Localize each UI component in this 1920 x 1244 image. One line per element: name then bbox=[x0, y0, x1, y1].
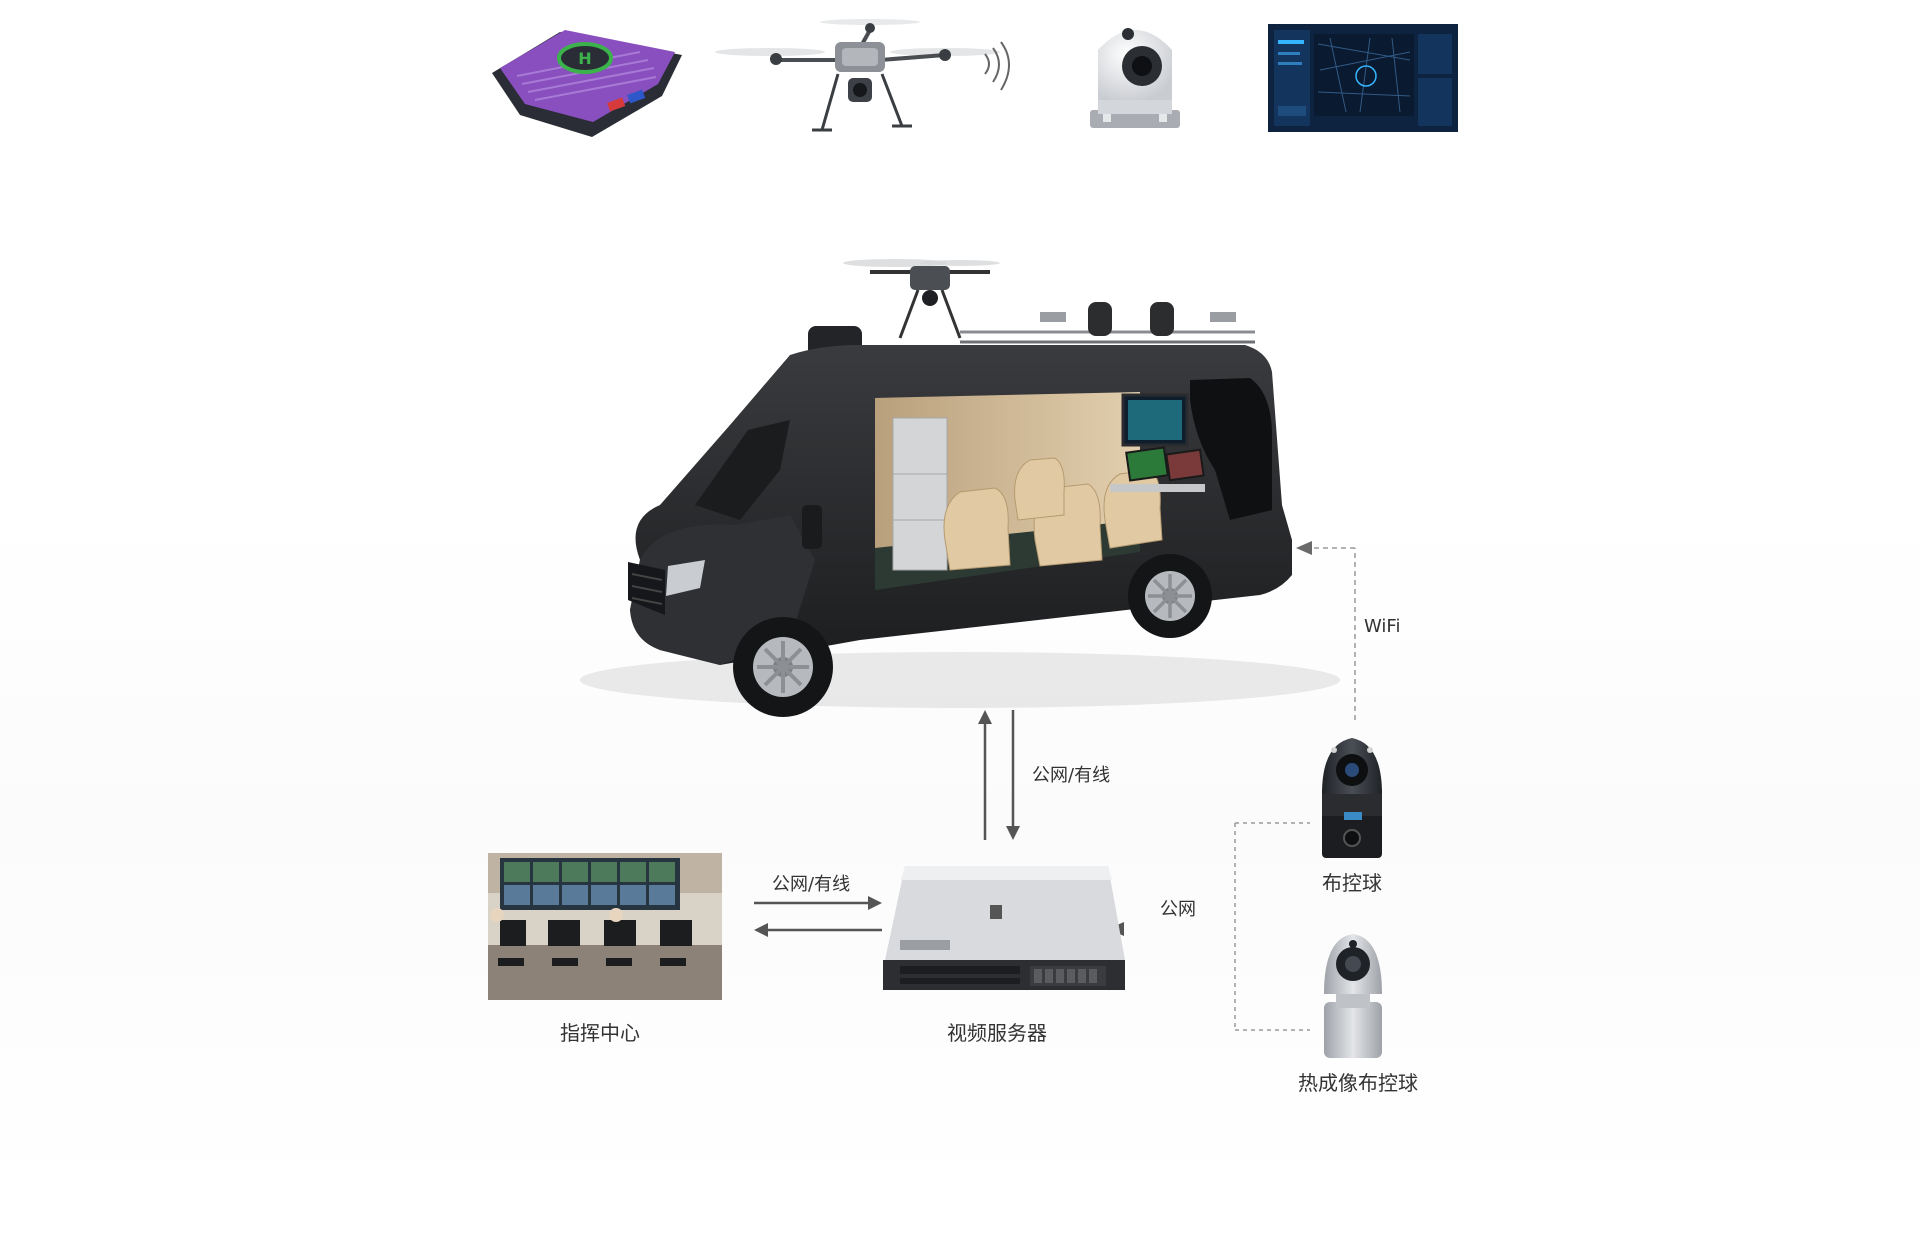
command-link-label: 公网/有线 bbox=[772, 874, 850, 895]
deploy-ball-camera-image bbox=[1322, 738, 1382, 858]
command-server-link bbox=[754, 896, 882, 937]
command-van bbox=[580, 259, 1340, 717]
deploy-ball-label: 布控球 bbox=[1322, 871, 1382, 895]
drone-icon bbox=[715, 19, 1010, 132]
command-center-label: 指挥中心 bbox=[560, 1021, 640, 1045]
van-link-label: 公网/有线 bbox=[1032, 765, 1110, 786]
thermal-ball-camera-image bbox=[1324, 934, 1382, 1058]
wifi-label: WiFi bbox=[1364, 616, 1400, 637]
svg-text:H: H bbox=[578, 49, 591, 68]
van-grille bbox=[628, 562, 665, 615]
monitoring-screen-icon bbox=[1268, 24, 1458, 132]
van-wheel-front bbox=[733, 617, 833, 717]
roof-rack bbox=[808, 302, 1255, 360]
thermal-ball-label: 热成像布控球 bbox=[1298, 1071, 1418, 1095]
camera-server-link bbox=[1108, 822, 1310, 1031]
video-server-label: 视频服务器 bbox=[947, 1021, 1047, 1045]
van-wheel-rear bbox=[1128, 554, 1212, 638]
roof-drone-icon bbox=[843, 259, 1000, 339]
pan-tilt-camera-icon bbox=[1090, 28, 1180, 128]
van-server-link bbox=[978, 710, 1020, 840]
command-center-image bbox=[488, 853, 722, 1000]
camera-link-label: 公网 bbox=[1160, 899, 1196, 920]
landing-pad-icon: H bbox=[492, 30, 682, 137]
video-server-image bbox=[883, 866, 1125, 990]
wifi-connector bbox=[1296, 541, 1356, 720]
